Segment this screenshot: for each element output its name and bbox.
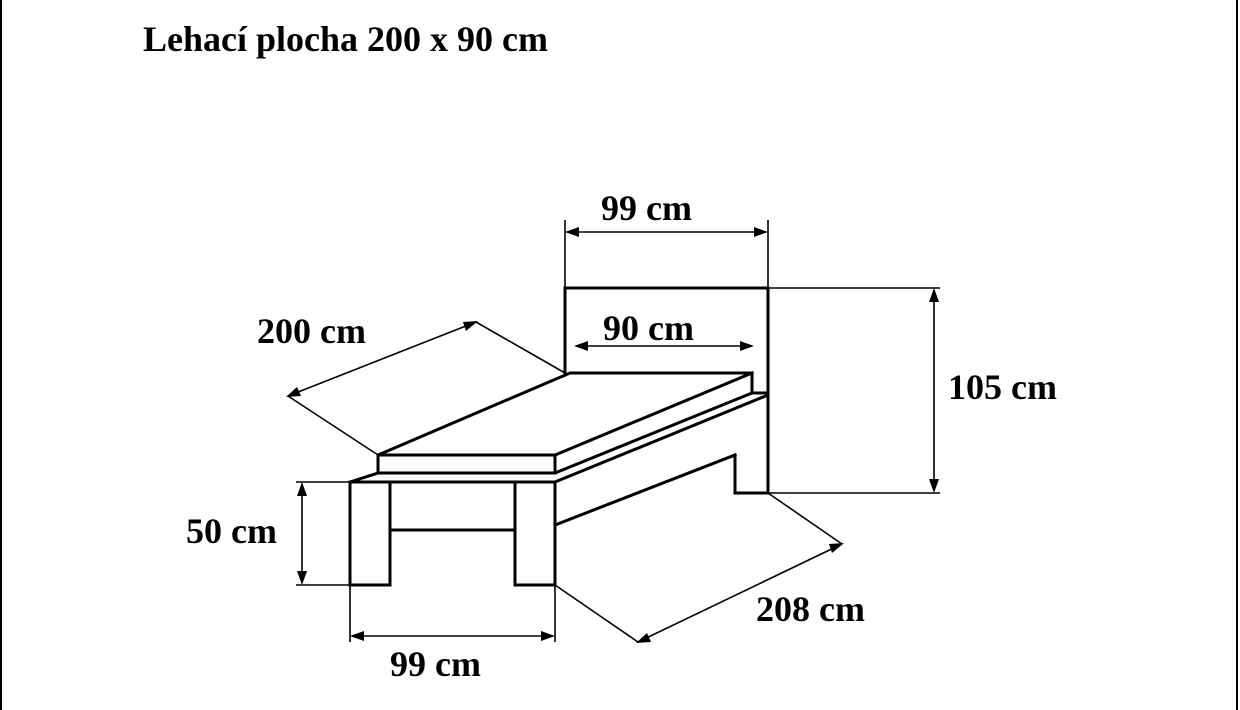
dimension-height	[768, 287, 940, 494]
label-leg-height: 50 cm	[186, 511, 277, 551]
label-front-width: 99 cm	[390, 644, 481, 684]
dimension-mattress-width	[574, 341, 754, 351]
bed-frame	[348, 391, 770, 587]
right-border-line	[1236, 0, 1238, 710]
front-left-leg	[348, 480, 392, 587]
dimension-front-width	[349, 585, 556, 642]
headboard	[563, 286, 770, 495]
label-headboard-width: 99 cm	[601, 188, 692, 228]
back-leg	[733, 453, 770, 495]
front-right-leg	[513, 480, 557, 587]
label-mattress-length: 200 cm	[257, 311, 366, 351]
label-total-length: 208 cm	[756, 589, 865, 629]
dimension-leg-height	[296, 481, 350, 586]
dimension-mattress-length	[286, 321, 566, 456]
label-height: 105 cm	[948, 367, 1057, 407]
dimension-total-length	[554, 492, 844, 643]
label-mattress-width: 90 cm	[603, 308, 694, 348]
dimension-headboard-width	[564, 220, 769, 288]
left-border-line	[0, 0, 2, 710]
diagram-title: Lehací plocha 200 x 90 cm	[143, 19, 548, 59]
